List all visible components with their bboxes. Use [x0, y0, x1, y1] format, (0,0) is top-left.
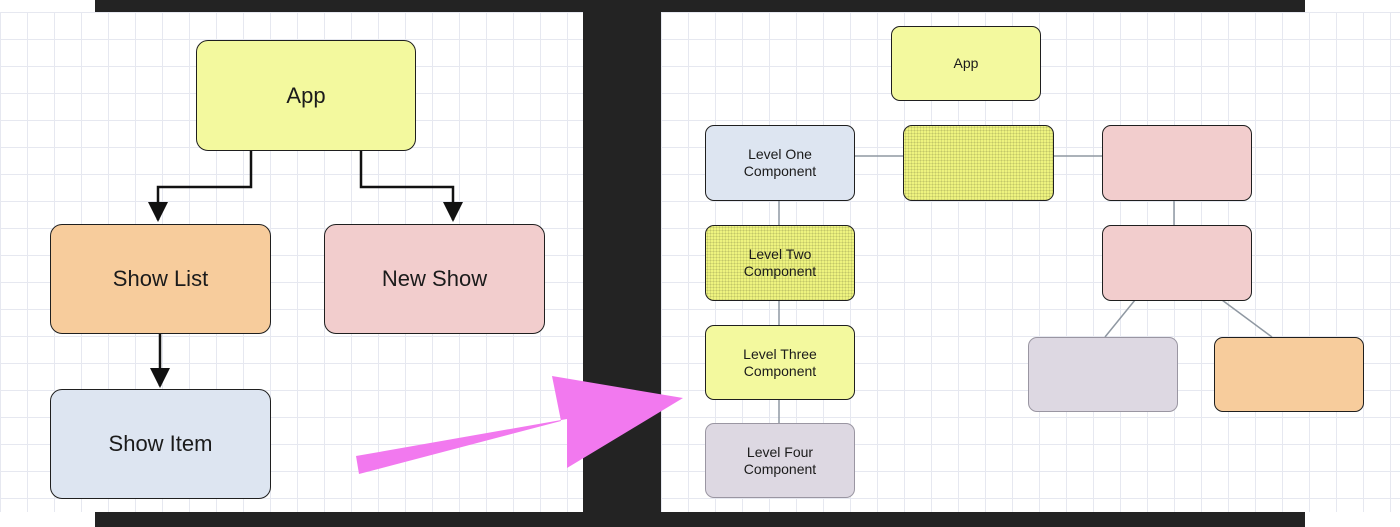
node-center — [903, 125, 1054, 201]
top-bar — [95, 0, 1305, 12]
node-level-two-label: Level Two Component — [743, 246, 817, 279]
edge-pinkmid-orange — [1221, 299, 1273, 338]
node-level-one: Level One Component — [705, 125, 855, 201]
node-level-two: Level Two Component — [705, 225, 855, 301]
node-pink-top — [1102, 125, 1252, 201]
node-app: App — [196, 40, 416, 151]
node-lavender-right — [1028, 337, 1178, 412]
node-show-list-label: Show List — [112, 266, 209, 291]
node-new-show: New Show — [324, 224, 545, 334]
node-new-show-label: New Show — [381, 266, 488, 291]
node-level-three-label: Level Three Component — [743, 345, 817, 379]
node-orange-right — [1214, 337, 1364, 412]
node-level-three: Level Three Component — [705, 325, 855, 400]
node-level-four-label: Level Four Component — [743, 443, 817, 477]
arrow-icon — [356, 376, 683, 474]
node-show-item: Show Item — [50, 389, 271, 499]
node-level-one-label: Level One Component — [743, 146, 817, 179]
edge-app-newshow — [359, 150, 463, 222]
node-show-list: Show List — [50, 224, 271, 334]
edge-pinkmid-lavender — [1104, 299, 1136, 338]
node-level-four: Level Four Component — [705, 423, 855, 498]
bottom-bar — [95, 512, 1305, 527]
node-app-label: App — [286, 82, 326, 108]
node-app-right: App — [891, 26, 1041, 101]
node-show-item-label: Show Item — [108, 431, 213, 456]
edge-app-showlist — [148, 150, 253, 222]
node-pink-mid — [1102, 225, 1252, 301]
node-app-right-label: App — [953, 55, 979, 71]
